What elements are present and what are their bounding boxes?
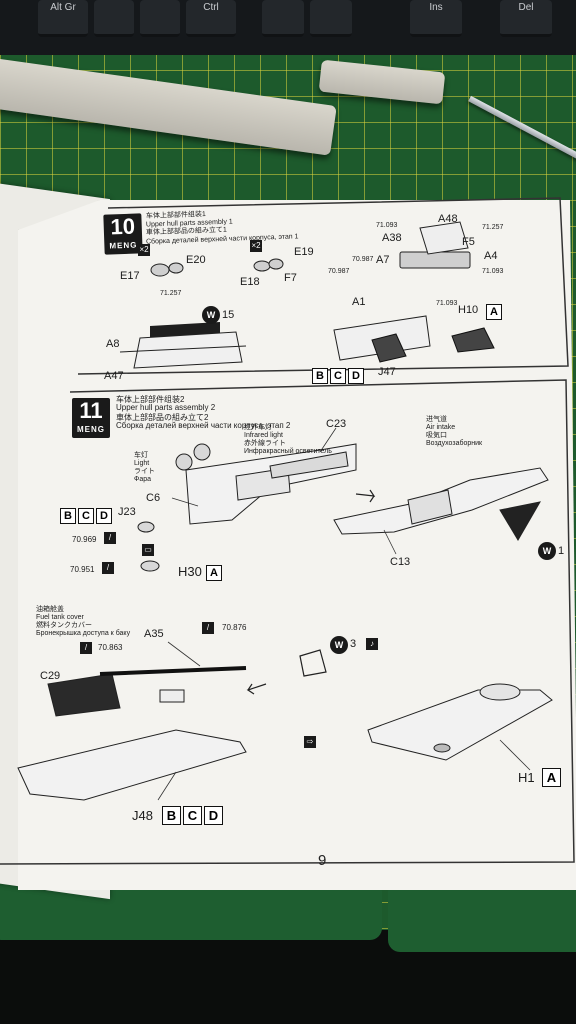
decal-water-icon: ♪: [366, 638, 378, 650]
count-badge: ×2: [138, 244, 150, 256]
part-f5: F5: [462, 236, 475, 248]
part-j47: J47: [378, 366, 396, 378]
glue-code: 70.951: [70, 565, 95, 574]
part-c23: C23: [326, 418, 347, 430]
glue-bottle-icon: /: [80, 642, 92, 654]
part-j48: J48: [132, 808, 153, 823]
part-e20: E20: [186, 254, 206, 266]
glue-bottle-icon: /: [102, 562, 114, 574]
part-c13: C13: [390, 556, 411, 568]
step11-right-deck: [367, 683, 553, 761]
key-del: Del: [500, 0, 552, 37]
step-10-badge: 10 MENG: [103, 213, 143, 255]
keyboard: Alt Gr Ctrl Ins Del: [0, 0, 576, 62]
glue-bottle-icon: /: [202, 622, 214, 634]
view-arrow-icon: ⇨: [304, 736, 316, 748]
step11-assembled-hull: [333, 467, 549, 541]
leader-lines: [157, 427, 531, 801]
key-ins: Ins: [410, 0, 462, 37]
part-f7: F7: [284, 272, 297, 284]
part-a8: A8: [106, 338, 120, 350]
key-up: [310, 0, 352, 37]
glue-code: 71.093: [436, 300, 458, 307]
step10-parts: [150, 221, 471, 277]
glue-code: 71.257: [482, 224, 504, 231]
glue-code: 71.093: [376, 222, 398, 229]
key-ctrl: Ctrl: [186, 0, 236, 37]
step11-title-zh: 车体上部部件组装2: [116, 395, 185, 404]
part-c6: C6: [146, 492, 161, 504]
brand-logo: MENG: [77, 425, 105, 434]
glue-code: 71.093: [482, 268, 504, 275]
part-a4: A4: [484, 250, 498, 262]
part-c29: C29: [40, 670, 61, 682]
key-menu: [140, 0, 180, 37]
decal-w-badge: W: [538, 542, 556, 560]
step-number: 10: [110, 213, 136, 240]
step11-left-deck: [17, 666, 247, 801]
decal-w-badge: W: [202, 306, 220, 324]
key-left: [262, 0, 304, 37]
part-e18: E18: [240, 276, 260, 288]
page-number: 9: [318, 852, 327, 869]
part-a1: A1: [352, 296, 366, 308]
step-number: 11: [79, 398, 103, 423]
part-h30: H30: [178, 564, 202, 579]
step11-upper-hull: [185, 443, 357, 525]
key-altgr: Alt Gr: [38, 0, 88, 37]
glue-code: 70.987: [328, 268, 350, 275]
decal-w3-number: 3: [350, 638, 357, 650]
part-e19: E19: [294, 246, 314, 258]
count-badge: ×2: [250, 240, 262, 252]
brand-logo: MENG: [109, 240, 138, 251]
key-windows: [94, 0, 134, 37]
part-h10: H10: [458, 304, 479, 316]
part-e17: E17: [120, 270, 140, 282]
part-a35: A35: [144, 628, 164, 640]
glue-code: 71.257: [160, 290, 182, 297]
glue-code: 70.969: [72, 535, 97, 544]
glue-code: 70.987: [352, 256, 374, 263]
part-j23: J23: [118, 506, 136, 518]
step-11-badge: 11 MENG: [72, 398, 110, 438]
glue-code: 70.876: [222, 623, 247, 632]
part-a38: A38: [382, 232, 402, 244]
cement-icon: ▭: [142, 544, 154, 556]
mat-corner-right: [388, 880, 576, 952]
part-a7: A7: [376, 254, 390, 266]
decal-w1-number: 1: [558, 545, 565, 557]
step10-shelf: [119, 322, 247, 369]
glue-code: 70.863: [98, 643, 123, 652]
part-a48: A48: [438, 213, 458, 225]
step11-title-ru: Сборка деталей верхней части корпуса, эт…: [116, 421, 291, 430]
part-w15: 15: [222, 309, 235, 321]
decal-w-badge: W: [330, 636, 348, 654]
step11-title-ja: 車体上部部品の組み立て2: [116, 413, 209, 422]
part-a47: A47: [104, 370, 124, 382]
arrows: [246, 489, 376, 695]
part-h1: H1: [518, 770, 535, 785]
sprue-box-a: A: [542, 768, 563, 787]
sprue-box-a: A: [486, 302, 504, 320]
step11-lights: [137, 443, 211, 572]
step10-armor: [333, 315, 495, 363]
step11-title-en: Upper hull parts assembly 2: [116, 403, 216, 412]
sprue-box-a: A: [206, 563, 224, 581]
glue-bottle-icon: /: [104, 532, 116, 544]
